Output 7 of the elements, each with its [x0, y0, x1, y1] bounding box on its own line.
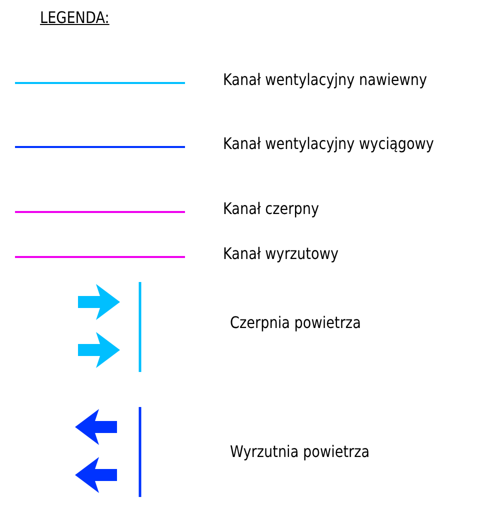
- legend-text: Kanał czerpny: [223, 199, 320, 218]
- legend-title: LEGENDA:: [40, 8, 110, 27]
- legend-text: Kanał wentylacyjny wyciągowy: [223, 134, 434, 153]
- legend-text: Wyrzutnia powietrza: [230, 442, 370, 461]
- legend-text: Kanał wyrzutowy: [223, 244, 338, 263]
- legend-text: Czerpnia powietrza: [230, 313, 361, 332]
- legend-text: Kanał wentylacyjny nawiewny: [223, 70, 428, 89]
